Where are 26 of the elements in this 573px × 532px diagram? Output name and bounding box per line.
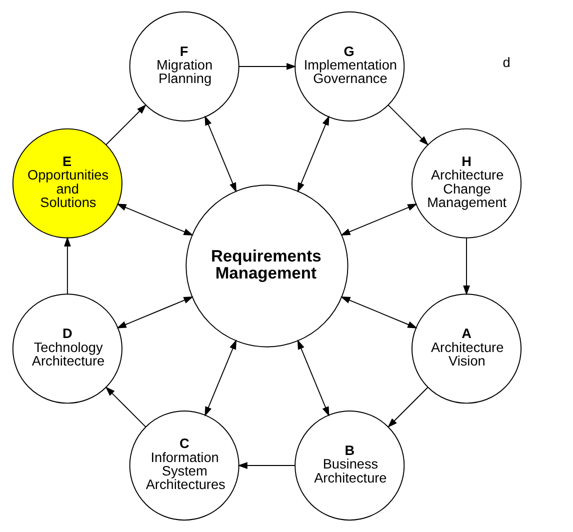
- label: d: [502, 55, 510, 70]
- arrow: [238, 63, 296, 70]
- arrow: [116, 296, 193, 328]
- arrow: [237, 462, 296, 469]
- arrow: [340, 204, 417, 236]
- arrow: [64, 236, 70, 295]
- arrow: [204, 116, 236, 192]
- arrow: [462, 237, 470, 296]
- node-circle: D Technology Architecture: [12, 294, 122, 404]
- arrow: [340, 296, 417, 328]
- arrow: [204, 340, 236, 416]
- arrow: [296, 340, 329, 416]
- node-circle: A Architecture Vision: [410, 294, 522, 404]
- arrow: [104, 386, 146, 428]
- arrow: [105, 104, 146, 146]
- node-circle: G Implementation Governance: [294, 11, 404, 122]
- arrow: [387, 386, 428, 428]
- arrow: [387, 104, 428, 146]
- arrow: [116, 204, 193, 236]
- node-circle: B Business Architecture: [294, 410, 404, 521]
- node-circle: F Migration Planning: [128, 11, 239, 122]
- arrow: [296, 116, 329, 192]
- node-circle: Requirements Management: [185, 184, 348, 348]
- node-circle: E Opportunities and Solutions: [12, 128, 122, 238]
- node-circle: H Architecture Change Management: [410, 128, 522, 238]
- node-circle: C Information System Architectures: [128, 410, 239, 521]
